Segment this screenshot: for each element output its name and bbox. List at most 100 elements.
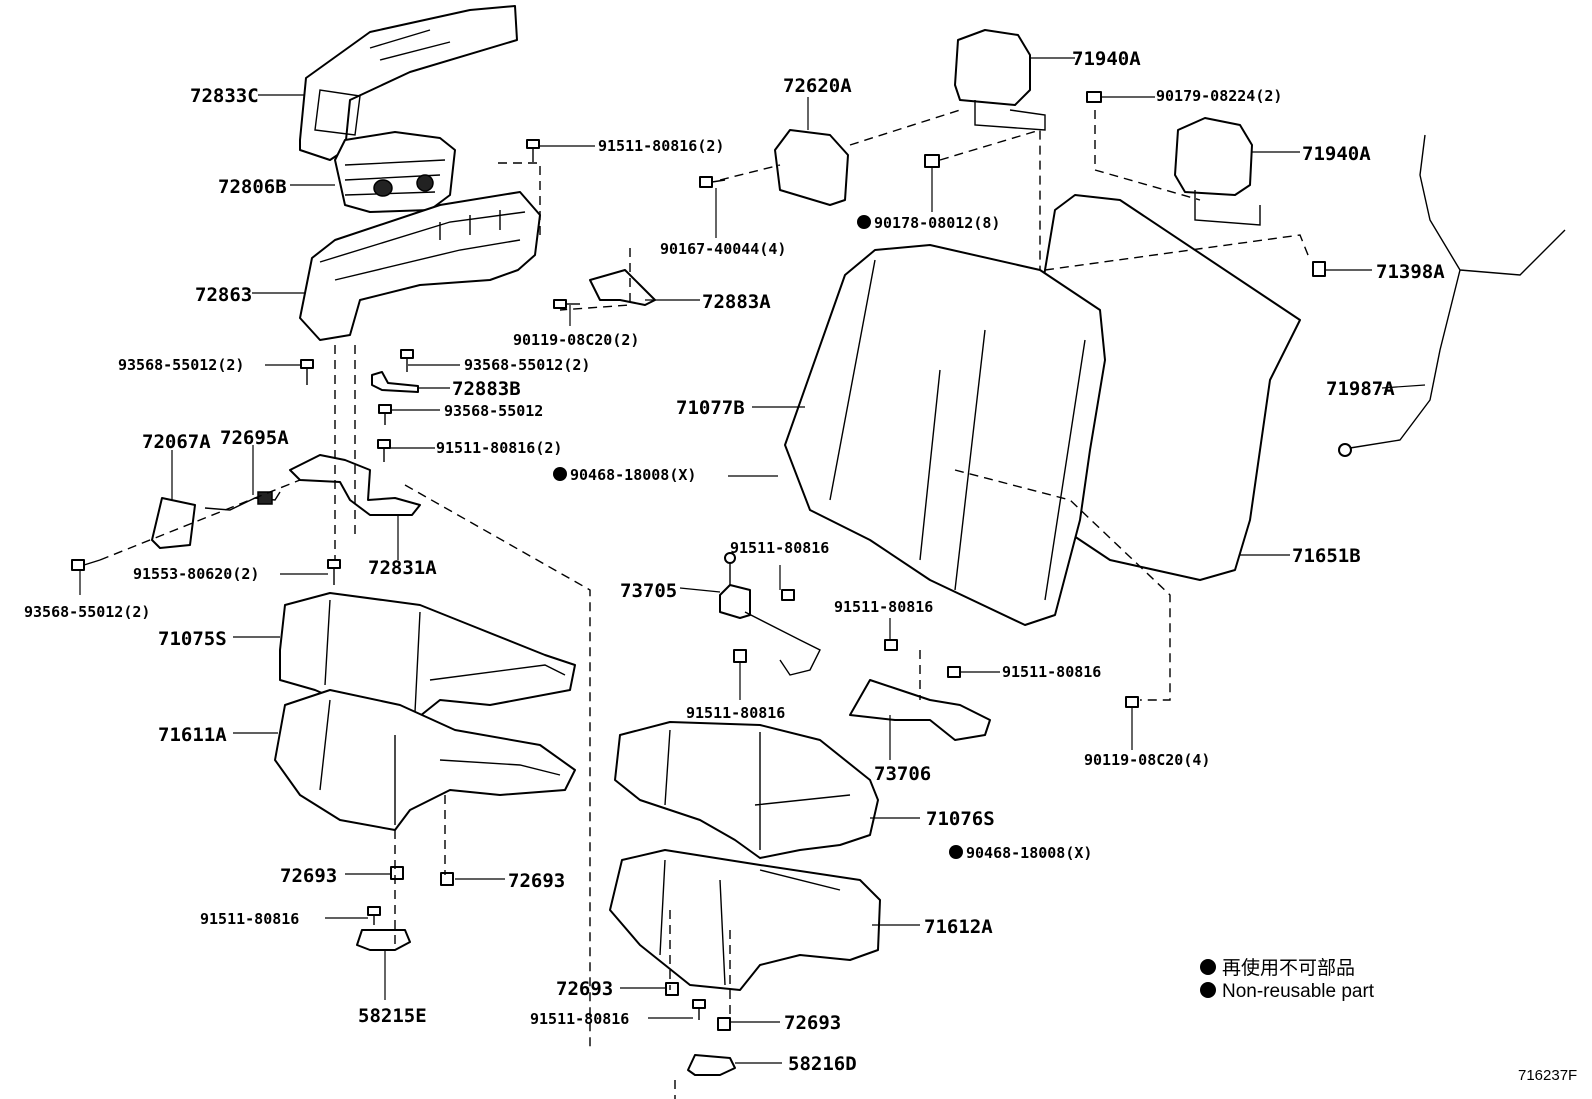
label-72067A: 72067A xyxy=(142,431,211,453)
nut-icon xyxy=(1086,91,1102,103)
bolt-icon xyxy=(947,666,961,678)
label-91511-80816-73705: 91511-80816 xyxy=(730,539,829,557)
non-reusable-mark xyxy=(553,467,567,481)
label-91511-80816-left: 91511-80816 xyxy=(200,910,299,928)
seatback-group xyxy=(774,29,1566,626)
label-72806B: 72806B xyxy=(218,176,287,198)
legend-text-ja: 再使用不可部品 xyxy=(1222,957,1355,979)
seat-pad-71612A xyxy=(609,849,881,991)
bolt-icon xyxy=(699,176,726,188)
label-90178-08012-8: 90178-08012(8) xyxy=(874,214,1000,232)
label-93568-55012-2-mid: 93568-55012(2) xyxy=(464,356,590,374)
bolt-icon xyxy=(526,139,540,162)
seat-pad-71611A xyxy=(274,689,576,831)
alignment-lines xyxy=(99,109,1311,1099)
seat-cushion-right-group xyxy=(609,721,881,1076)
label-71651B: 71651B xyxy=(1292,545,1361,567)
recliner-73706 xyxy=(849,679,991,741)
label-72620A: 72620A xyxy=(783,75,852,97)
label-72883B: 72883B xyxy=(452,378,521,400)
label-71612A: 71612A xyxy=(924,916,993,938)
label-72695A: 72695A xyxy=(220,427,289,449)
bolt-icon xyxy=(367,906,381,925)
label-71940A-right: 71940A xyxy=(1302,143,1371,165)
fasteners-left xyxy=(71,139,726,585)
label-71076S: 71076S xyxy=(926,808,995,830)
bolt-icon xyxy=(1125,696,1139,708)
bolt-icon xyxy=(400,349,414,372)
label-71398A: 71398A xyxy=(1376,261,1445,283)
label-72693-b: 72693 xyxy=(508,870,565,892)
label-91553-80620-2: 91553-80620(2) xyxy=(133,565,259,583)
non-reusable-mark xyxy=(1200,959,1216,975)
bolt-icon xyxy=(300,359,314,385)
non-reusable-mark xyxy=(1200,982,1216,998)
bolt-icon xyxy=(781,589,795,601)
bolt-icon xyxy=(378,404,392,425)
label-91511-80816-bottom: 91511-80816 xyxy=(530,1010,629,1028)
clip-icon xyxy=(440,872,454,886)
label-72831A: 72831A xyxy=(368,557,437,579)
label-72863: 72863 xyxy=(195,284,252,306)
label-72833C: 72833C xyxy=(190,85,259,107)
label-90468-18008-X-bottom: 90468-18008(X) xyxy=(966,844,1092,862)
label-90167-40044-4: 90167-40044(4) xyxy=(660,240,786,258)
clip-icon xyxy=(717,1017,731,1031)
bolt-icon xyxy=(733,649,747,663)
label-58215E: 58215E xyxy=(358,1005,427,1027)
label-90179-08224-2: 90179-08224(2) xyxy=(1156,87,1282,105)
legend-text-en: Non-reusable part xyxy=(1222,981,1375,1002)
legend: 再使用不可部品 Non-reusable part xyxy=(1200,957,1375,1002)
bolt-icon xyxy=(692,999,706,1020)
label-91511-80816-mid2: 91511-80816 xyxy=(1002,663,1101,681)
label-91511-80816-below: 91511-80816 xyxy=(686,704,785,722)
label-71077B: 71077B xyxy=(676,397,745,419)
armrest-box-72863 xyxy=(299,191,541,341)
seatback-cover-71077B xyxy=(784,244,1106,626)
label-73705: 73705 xyxy=(620,580,677,602)
bracket-58215E xyxy=(356,929,411,951)
recliner-73705 xyxy=(719,584,751,619)
label-71940A-top: 71940A xyxy=(1072,48,1141,70)
recliner-mechanisms xyxy=(719,552,1139,741)
clip-icon xyxy=(665,982,679,996)
headrest-71940A-top xyxy=(954,29,1031,106)
seat-cushion-left-group xyxy=(274,592,576,951)
cable-71987A xyxy=(1349,134,1566,449)
label-93568-55012: 93568-55012 xyxy=(444,402,543,420)
label-72883A: 72883A xyxy=(702,291,771,313)
label-93568-55012-2-low: 93568-55012(2) xyxy=(24,603,150,621)
headrest-71940A-right xyxy=(1174,117,1253,196)
label-72693-a: 72693 xyxy=(280,865,337,887)
bolt-icon xyxy=(71,559,101,571)
label-71075S: 71075S xyxy=(158,628,227,650)
nut-icon xyxy=(924,154,940,168)
label-72693-c: 72693 xyxy=(556,978,613,1000)
label-72693-d: 72693 xyxy=(784,1012,841,1034)
label-73706: 73706 xyxy=(874,763,931,785)
bolt-icon xyxy=(377,439,391,462)
bolt-icon xyxy=(884,639,898,651)
armrest-lid-72067A xyxy=(151,497,196,549)
bolt-icon xyxy=(327,559,341,585)
bolt-icon xyxy=(553,299,580,309)
label-90468-18008-X-top: 90468-18008(X) xyxy=(570,466,696,484)
label-71611A: 71611A xyxy=(158,724,227,746)
label-58216D: 58216D xyxy=(788,1053,857,1075)
seatback-frame-71651B xyxy=(1039,194,1301,581)
bracket-72620A xyxy=(774,129,849,206)
bracket-72883A xyxy=(589,269,656,306)
leader-lines xyxy=(79,57,1426,1064)
label-90119-08C20-4: 90119-08C20(4) xyxy=(1084,751,1210,769)
seat-cover-71076S xyxy=(614,721,879,859)
label-91511-80816-2-top: 91511-80816(2) xyxy=(598,137,724,155)
clip-icon xyxy=(1312,261,1326,277)
clip-icon xyxy=(390,866,404,880)
label-71987A: 71987A xyxy=(1326,378,1395,400)
label-93568-55012-2-top: 93568-55012(2) xyxy=(118,356,244,374)
label-91511-80816-mid1: 91511-80816 xyxy=(834,598,933,616)
cup-holder-72806B xyxy=(334,131,456,213)
non-reusable-mark xyxy=(857,215,871,229)
label-91511-80816-2-mid: 91511-80816(2) xyxy=(436,439,562,457)
